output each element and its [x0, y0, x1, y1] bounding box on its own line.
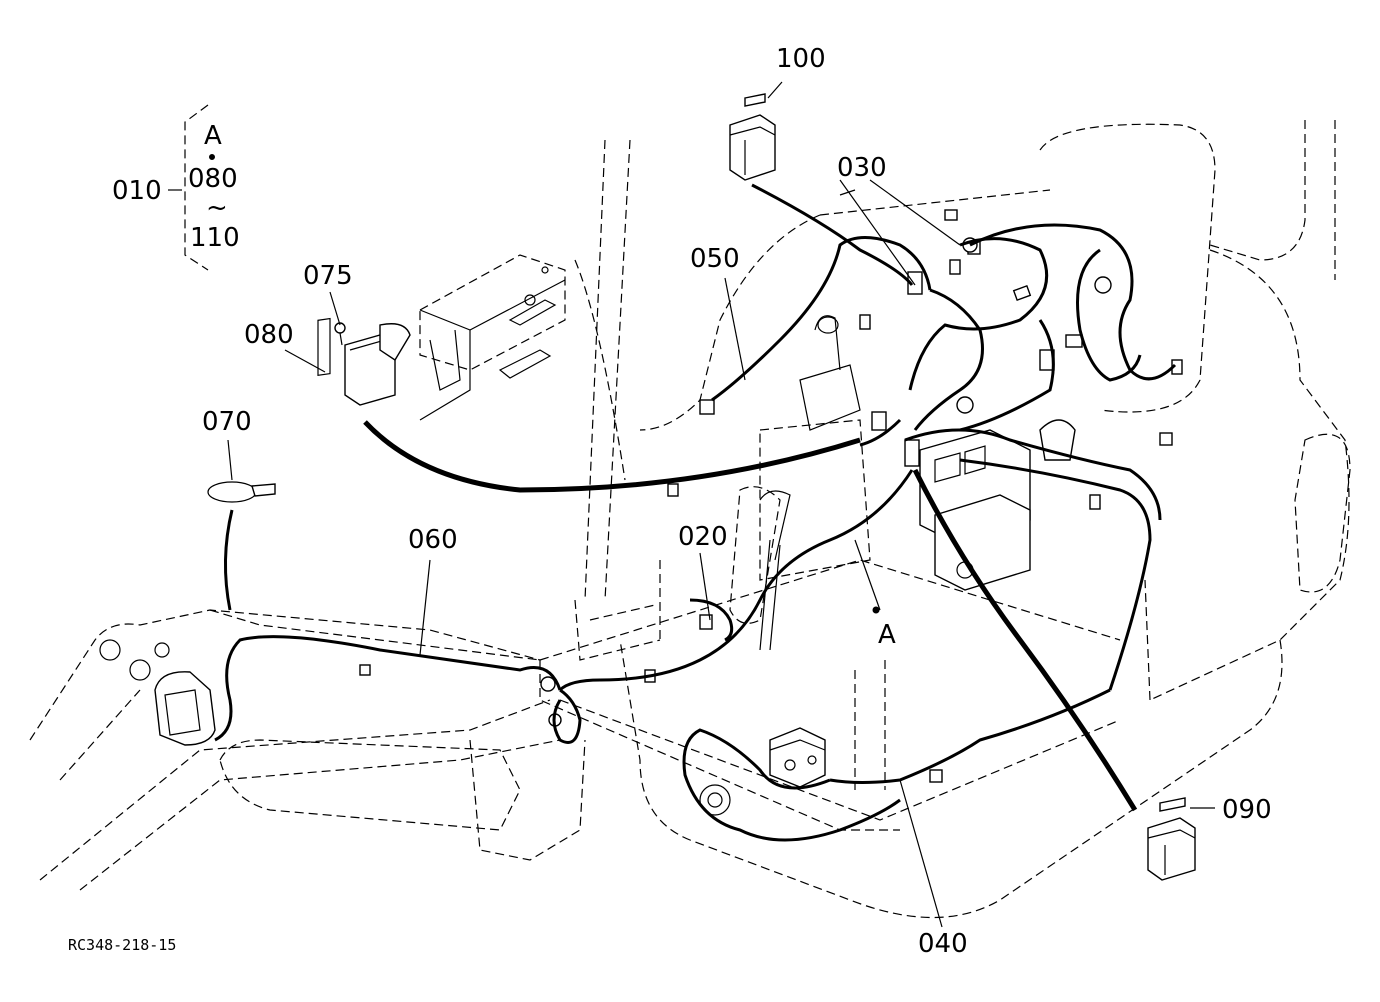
label-060: 060	[408, 525, 458, 555]
relay-part-090	[1147, 797, 1196, 881]
part-labels: 010 A 080 ~ 110 100 030 050 075 080 070 …	[68, 44, 1272, 959]
bracket-dot	[209, 154, 215, 160]
label-080-bracket: 080	[188, 164, 238, 194]
leader-arrows	[223, 420, 1138, 812]
label-020: 020	[678, 522, 728, 552]
label-100: 100	[776, 44, 826, 74]
label-050: 050	[690, 244, 740, 274]
drawing-id: RC348-218-15	[68, 936, 176, 954]
label-075: 075	[303, 261, 353, 291]
label-tilde: ~	[206, 193, 228, 223]
wiring-connectors	[359, 209, 1183, 783]
work-light	[99, 639, 216, 746]
controller-part-080	[317, 317, 411, 406]
joystick-console	[759, 315, 861, 651]
label-030: 030	[837, 153, 887, 183]
machine-outline	[29, 120, 1351, 918]
relay-part-100	[729, 93, 776, 181]
label-040: 040	[918, 929, 968, 959]
bolt-part-075	[334, 322, 346, 346]
label-110: 110	[190, 223, 240, 253]
label-080: 080	[244, 320, 294, 350]
wire-harness-main	[214, 183, 1177, 842]
relay-bracket-assembly	[419, 254, 566, 421]
leader-lines	[168, 81, 1215, 928]
label-070: 070	[202, 407, 252, 437]
solenoid-valve	[699, 727, 826, 816]
cable-tie-part-070	[207, 481, 276, 503]
label-a: A	[878, 620, 896, 650]
label-090: 090	[1222, 795, 1272, 825]
label-a-bracket: A	[204, 121, 222, 151]
label-010: 010	[112, 176, 162, 206]
relay-box-center	[919, 419, 1076, 591]
